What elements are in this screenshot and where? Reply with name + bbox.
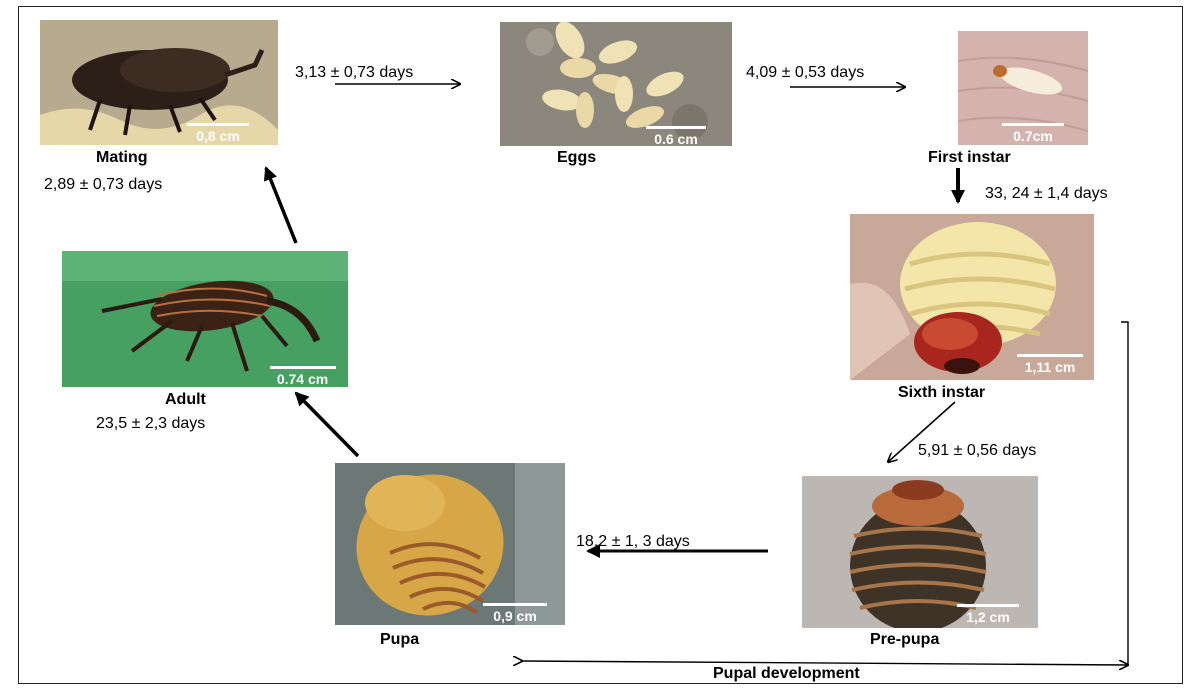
pupal-development-arrow [522, 661, 1128, 665]
arrow-sixth-to-prepupa [888, 402, 955, 462]
arrow-pupa-to-adult [296, 393, 358, 456]
arrow-adult-to-mating [266, 168, 296, 243]
pupal-development-bracket [1121, 322, 1128, 665]
